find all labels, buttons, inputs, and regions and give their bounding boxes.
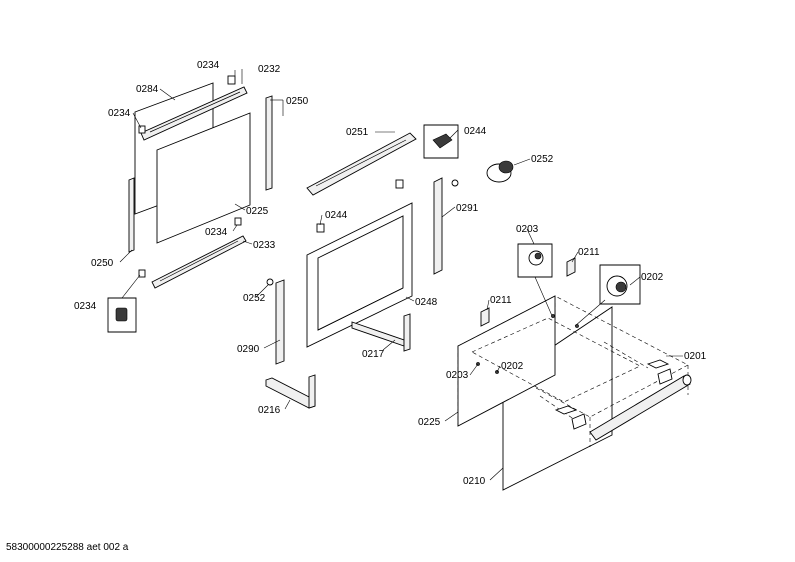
label-0250-left: 0250: [91, 258, 114, 269]
label-0233: 0233: [253, 240, 276, 251]
label-0250-right: 0250: [286, 96, 309, 107]
label-0290: 0290: [237, 344, 260, 355]
callout-leaders: [119, 69, 683, 481]
label-0202-top: 0202: [641, 272, 664, 283]
label-0234-bottom: 0234: [74, 301, 97, 312]
label-0252-knob: 0252: [531, 154, 554, 165]
label-0203-mid: 0203: [446, 370, 469, 381]
label-0244-big: 0244: [464, 126, 487, 137]
label-0202-mid: 0202: [501, 361, 524, 372]
label-0234-mid: 0234: [205, 227, 228, 238]
label-0210: 0210: [463, 476, 486, 487]
label-0251: 0251: [346, 127, 369, 138]
label-0232: 0232: [258, 64, 281, 75]
label-0291: 0291: [456, 203, 479, 214]
label-0284: 0284: [136, 84, 159, 95]
label-0234-top: 0234: [197, 60, 220, 71]
label-0211-top: 0211: [578, 247, 600, 258]
label-0234-left: 0234: [108, 108, 131, 119]
label-0244-small: 0244: [325, 210, 348, 221]
label-0201: 0201: [684, 351, 707, 362]
part-labels: 0234 0232 0284 0234 0250 0251 0244 0252 …: [74, 60, 707, 487]
label-0252-screw: 0252: [243, 293, 266, 304]
label-0203-top: 0203: [516, 224, 539, 235]
label-0211-mid: 0211: [490, 295, 512, 306]
label-0225-panel: 0225: [418, 417, 441, 428]
label-0225-glass: 0225: [246, 206, 269, 217]
door-glass-assembly: [107, 75, 316, 409]
front-frame-assembly: [306, 124, 514, 352]
label-0216: 0216: [258, 405, 281, 416]
label-0248: 0248: [415, 297, 438, 308]
control-panel-assembly: [457, 243, 692, 491]
label-0217: 0217: [362, 349, 385, 360]
document-code: 58300000225288 aet 002 a: [6, 542, 129, 553]
